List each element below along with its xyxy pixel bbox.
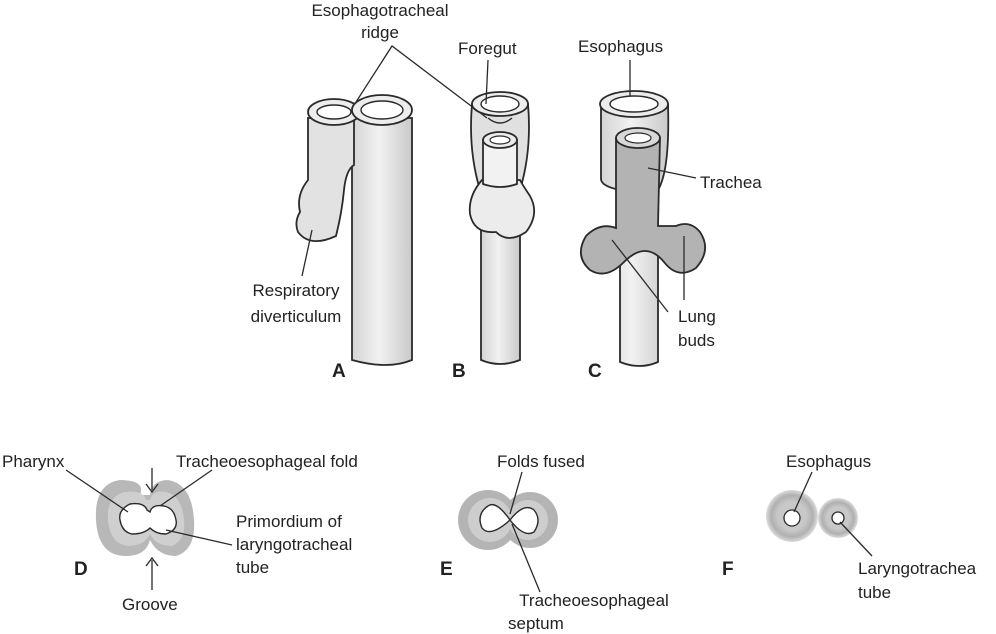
esophagus-tube-a <box>351 117 413 366</box>
respiratory-diverticulum <box>295 117 355 242</box>
bud-b <box>468 179 536 239</box>
figure-f <box>766 490 858 542</box>
leader-lines-d <box>65 468 233 590</box>
label-pharynx: Pharynx <box>2 452 65 471</box>
label-laryngotrachea: Laryngotrachea <box>858 559 977 578</box>
figure-d <box>95 480 195 556</box>
label-tracheoesophageal-septum: Tracheoesophageal <box>519 591 669 610</box>
label-tube-f: tube <box>858 583 892 602</box>
panel-letter-b: B <box>452 361 466 382</box>
label-trachea: Trachea <box>700 173 762 192</box>
label-diverticulum: diverticulum <box>250 307 342 326</box>
leader-lines-f <box>793 471 873 557</box>
figure-a <box>295 94 413 366</box>
e-lumen-figure-eight <box>479 503 539 535</box>
panel-letter-e: E <box>440 559 453 580</box>
label-septum: septum <box>508 614 564 633</box>
label-foregut: Foregut <box>458 39 517 58</box>
label-respiratory: Respiratory <box>252 281 340 300</box>
figure-b <box>468 91 536 365</box>
panel-letter-d: D <box>74 559 88 580</box>
trachea-b <box>482 139 518 188</box>
label-esophagus-top: Esophagus <box>578 37 664 56</box>
label-folds-fused: Folds fused <box>497 452 585 471</box>
panel-letter-c: C <box>588 361 602 382</box>
panel-letter-f: F <box>722 559 734 580</box>
figure-c <box>580 90 706 367</box>
label-tracheoesophageal-fold: Tracheoesophageal fold <box>176 452 358 471</box>
leader-lines-top <box>301 45 697 313</box>
label-ridge: ridge <box>361 23 399 42</box>
trachea-and-lung-buds <box>580 137 706 275</box>
leader-lines-e <box>509 471 541 593</box>
lower-tube-b <box>480 229 521 365</box>
label-laryngotracheal: laryngotracheal <box>236 535 353 554</box>
label-tube-d: tube <box>236 558 270 577</box>
d-lumen <box>119 502 177 535</box>
figure-e <box>458 490 558 550</box>
label-groove: Groove <box>122 595 178 614</box>
label-primordium: Primordium of <box>236 512 342 531</box>
label-esophagotracheal: Esophagotracheal <box>311 1 449 20</box>
label-esophagus-f: Esophagus <box>786 452 872 471</box>
label-buds: buds <box>678 331 715 350</box>
panel-letter-a: A <box>332 361 346 382</box>
label-lung: Lung <box>678 307 716 326</box>
